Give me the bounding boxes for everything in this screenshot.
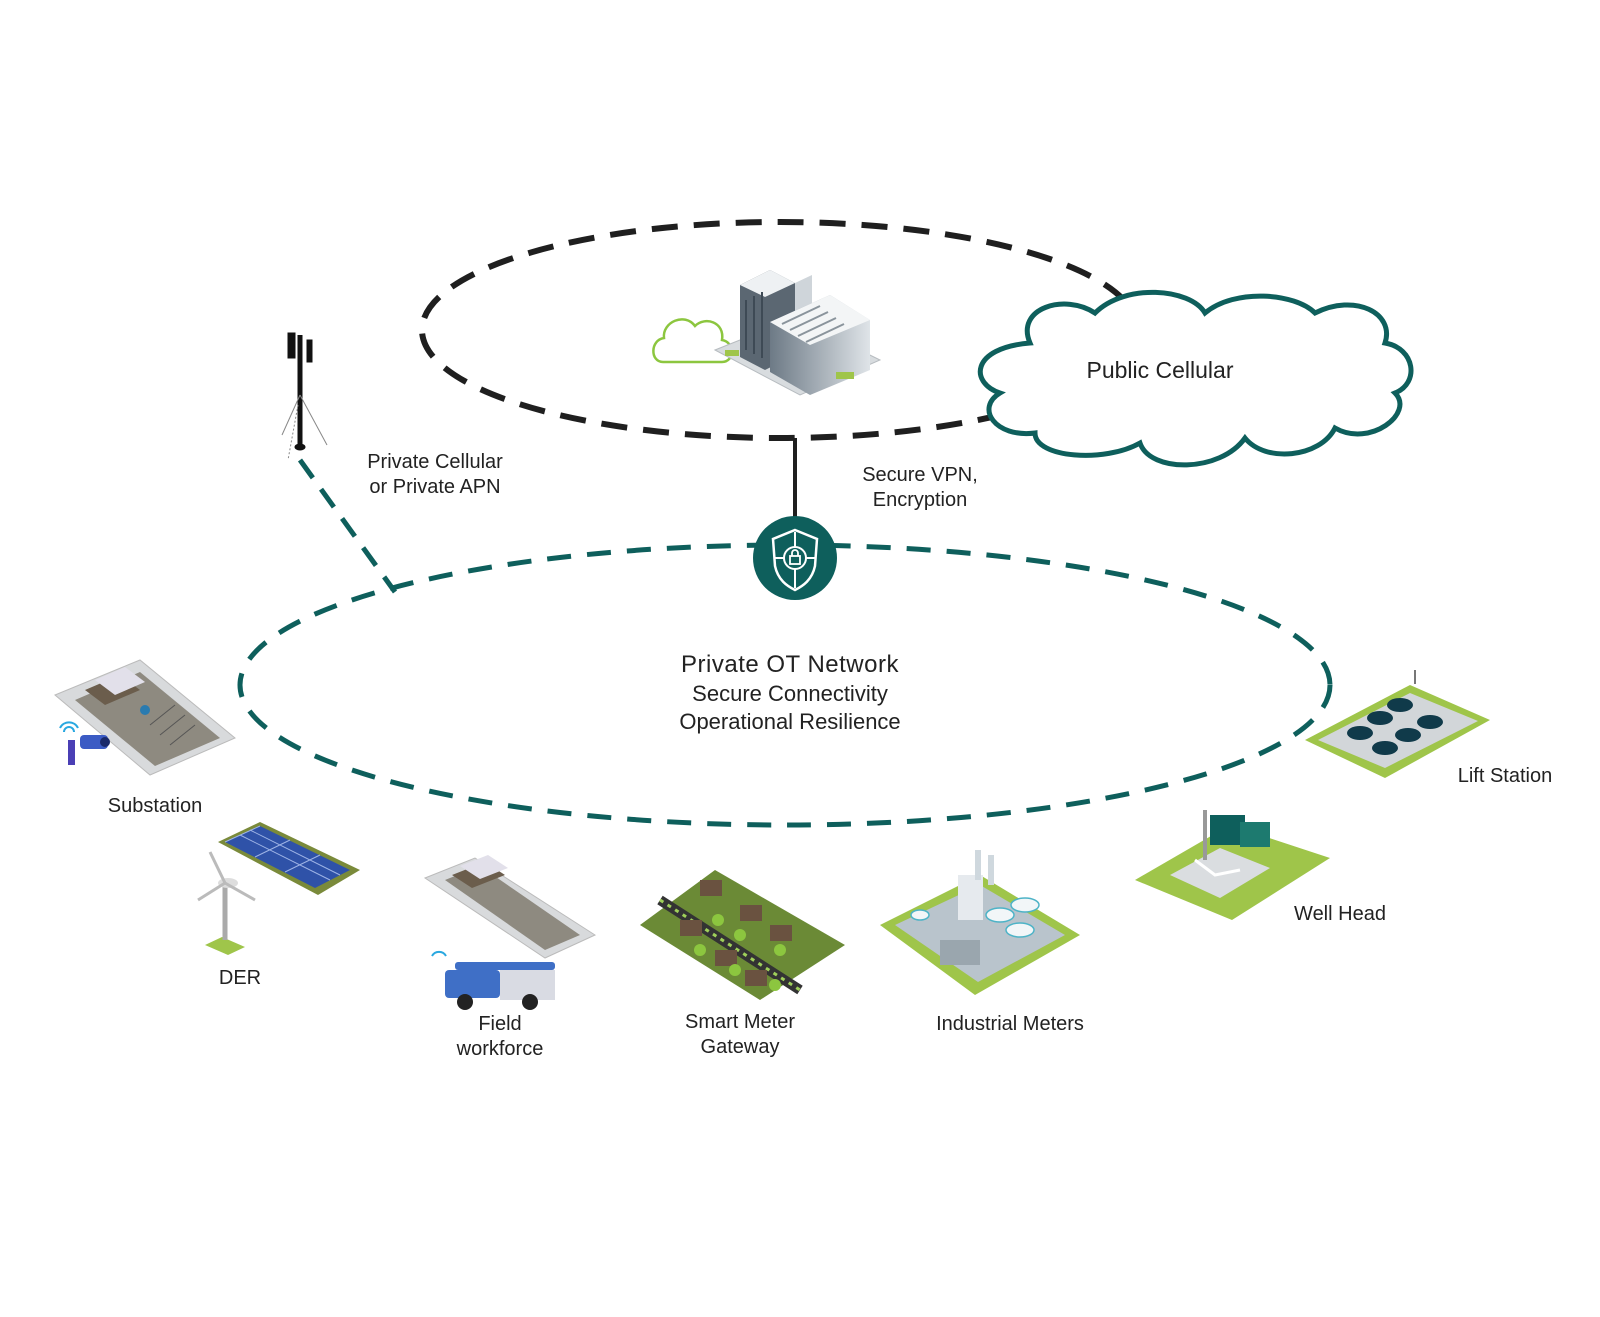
substation-icon: [54, 659, 236, 776]
site-label-der: DER: [218, 967, 262, 989]
vpn-line1: Secure VPN,: [862, 464, 978, 486]
site-label-lift-station: Lift Station: [1457, 765, 1553, 787]
site-label-field-workforce: Field workforce: [440, 1012, 560, 1062]
public-cellular-label: Public Cellular: [1086, 357, 1234, 383]
ot-network-boundary: [237, 542, 1333, 828]
site-label-substation: Substation: [107, 795, 203, 817]
field-line2: workforce: [456, 1038, 544, 1060]
smart-meter-line2: Gateway: [700, 1036, 780, 1058]
cell-tower-icon: [281, 332, 328, 461]
factory-icon: [880, 850, 1080, 995]
wind-solar-icon: [197, 822, 360, 955]
site-label-industrial-meters: Industrial Meters: [936, 1013, 1084, 1035]
lift-station-icon: [1305, 670, 1490, 778]
private-cellular-link: [297, 458, 398, 594]
ot-network-label: Private OT Network Secure Connectivity O…: [570, 650, 1010, 736]
ot-network-line3: Operational Resilience: [679, 709, 901, 734]
vpn-label: Secure VPN, Encryption: [840, 463, 1000, 513]
field-line1: Field: [478, 1013, 522, 1035]
headquarters-building-icon: [713, 270, 882, 396]
smart-meter-line1: Smart Meter: [684, 1011, 796, 1033]
ot-network-title: Private OT Network: [681, 651, 899, 678]
private-cellular-label: Private Cellular or Private APN: [345, 450, 525, 500]
private-cellular-line1: Private Cellular: [367, 451, 503, 473]
bucket-truck-icon: [423, 855, 597, 1010]
well-head-icon: [1135, 810, 1330, 920]
shield-lock-icon: [753, 516, 837, 600]
ot-network-line2: Secure Connectivity: [692, 681, 888, 706]
neighborhood-icon: [640, 870, 845, 1000]
private-cellular-line2: or Private APN: [369, 476, 501, 498]
cloud-icon: [977, 289, 1414, 468]
small-cloud-icon: [652, 318, 733, 364]
vpn-line2: Encryption: [872, 489, 968, 511]
site-label-well-head: Well Head: [1294, 903, 1386, 925]
site-label-smart-meter: Smart Meter Gateway: [670, 1010, 810, 1060]
